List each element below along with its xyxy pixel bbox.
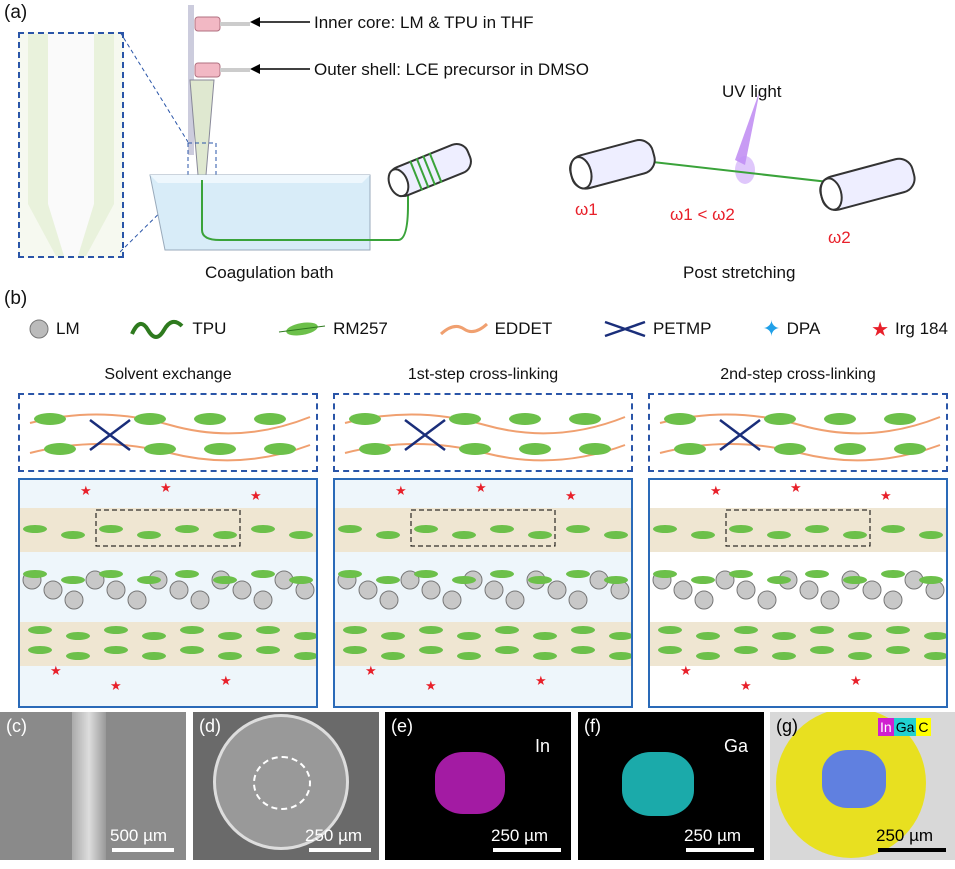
svg-text:★: ★	[220, 673, 232, 688]
element-label: In	[535, 736, 551, 756]
stage-title-first-crosslinking: 1st-step cross-linking	[407, 366, 559, 383]
svg-text:★: ★	[740, 678, 752, 693]
legend-item-petmp: PETMP	[603, 316, 712, 342]
sem-fiber-cross-section: (d) 250 µm	[193, 712, 379, 860]
molecular-zoom-inset	[18, 393, 318, 472]
svg-text:★: ★	[365, 663, 377, 678]
legend-label: EDDET	[494, 319, 553, 338]
coaxial-spinning-setup	[149, 5, 409, 251]
svg-text:★: ★	[160, 480, 172, 495]
eds-map-ga: (f) Ga 250 µm	[578, 712, 764, 860]
svg-text:★: ★	[565, 488, 577, 503]
orange-chain-icon	[439, 322, 488, 336]
fiber-structure-box: ★ ★ ★ ★ ★ ★	[648, 478, 948, 708]
legend-label: DPA	[786, 319, 821, 338]
scale-text: 250 µm	[876, 826, 934, 845]
legend: LM TPU RM257 EDDET PETMP ✦ DPA ★ Irg 184	[28, 316, 948, 342]
omega2-label: ω2	[828, 228, 851, 247]
outer-shell-label: Outer shell: LCE precursor in DMSO	[314, 60, 589, 79]
stage-title-solvent-exchange: Solvent exchange	[104, 366, 232, 383]
legend-item-rm257: RM257	[277, 316, 388, 342]
pointer-arrows	[250, 17, 310, 74]
eds-map-overlay: (g) In Ga C 250 µm	[770, 712, 955, 860]
element-in: In	[878, 718, 894, 736]
panel-d-label: (d)	[199, 716, 221, 736]
panel-f-label: (f)	[584, 716, 601, 736]
molecular-zoom-inset	[648, 393, 948, 472]
panel-c-label: (c)	[6, 716, 27, 736]
element-ga: Ga	[893, 718, 917, 736]
sphere-icon	[29, 319, 49, 339]
svg-text:★: ★	[425, 678, 437, 693]
legend-item-dpa: ✦ DPA	[762, 316, 820, 342]
element-legend: In Ga C	[878, 718, 931, 736]
eds-map-in: (e) In 250 µm	[385, 712, 571, 860]
inner-core-label: Inner core: LM & TPU in THF	[314, 13, 534, 32]
post-stretching-setup	[569, 90, 916, 211]
uv-light-label: UV light	[722, 82, 782, 101]
collector-roller	[387, 142, 472, 198]
omega1-label: ω1	[575, 200, 598, 219]
svg-text:★: ★	[50, 663, 62, 678]
svg-text:★: ★	[680, 663, 692, 678]
svg-text:★: ★	[790, 480, 802, 495]
svg-text:★: ★	[475, 480, 487, 495]
scale-text: 250 µm	[305, 826, 363, 845]
panel-b-label: (b)	[4, 288, 28, 309]
element-c: C	[916, 718, 931, 736]
cross-icon	[604, 320, 646, 338]
post-stretching-label: Post stretching	[683, 263, 796, 282]
svg-text:★: ★	[535, 673, 547, 688]
nozzle-inset	[18, 32, 124, 258]
legend-item-eddet: EDDET	[439, 316, 553, 342]
svg-text:★: ★	[110, 678, 122, 693]
legend-item-tpu: TPU	[130, 316, 226, 342]
wave-icon	[130, 319, 184, 339]
scale-bar	[493, 848, 561, 852]
legend-item-lm: LM	[28, 316, 80, 342]
scale-text: 500 µm	[110, 826, 168, 845]
scale-text: 250 µm	[491, 826, 549, 845]
legend-item-irg184: ★ Irg 184	[871, 316, 948, 342]
legend-label: TPU	[192, 319, 227, 338]
scale-bar	[878, 848, 946, 852]
panel-e-label: (e)	[391, 716, 413, 736]
svg-text:★: ★	[710, 483, 722, 498]
scale-bar	[112, 848, 174, 852]
nozzle-cross-section	[28, 34, 114, 256]
fiber-structure-box: ★ ★ ★ ★ ★ ★	[18, 478, 318, 708]
svg-text:★: ★	[880, 488, 892, 503]
coagulation-bath-label: Coagulation bath	[205, 263, 334, 282]
ellipse-rod-icon	[278, 322, 326, 336]
sem-fiber-surface: (c) 500 µm	[0, 712, 186, 860]
legend-label: Irg 184	[895, 319, 948, 338]
panel-g-label: (g)	[776, 716, 798, 736]
fiber-structure-box: ★ ★ ★ ★ ★ ★	[333, 478, 633, 708]
legend-label: RM257	[333, 319, 388, 338]
svg-text:★: ★	[395, 483, 407, 498]
stage-title-second-crosslinking: 2nd-step cross-linking	[720, 366, 876, 383]
molecular-zoom-inset	[333, 393, 633, 472]
legend-label: LM	[56, 319, 80, 338]
scale-bar	[686, 848, 754, 852]
blue-star-icon: ✦	[762, 316, 781, 341]
scale-text: 250 µm	[684, 826, 742, 845]
element-label: Ga	[724, 736, 749, 756]
omega-relation-label: ω1 < ω2	[670, 205, 735, 224]
svg-text:★: ★	[850, 673, 862, 688]
panel-a-label: (a)	[4, 2, 28, 23]
svg-text:★: ★	[250, 488, 262, 503]
legend-label: PETMP	[652, 319, 712, 338]
scale-bar	[309, 848, 371, 852]
svg-text:★: ★	[80, 483, 92, 498]
red-star-icon: ★	[871, 318, 890, 341]
